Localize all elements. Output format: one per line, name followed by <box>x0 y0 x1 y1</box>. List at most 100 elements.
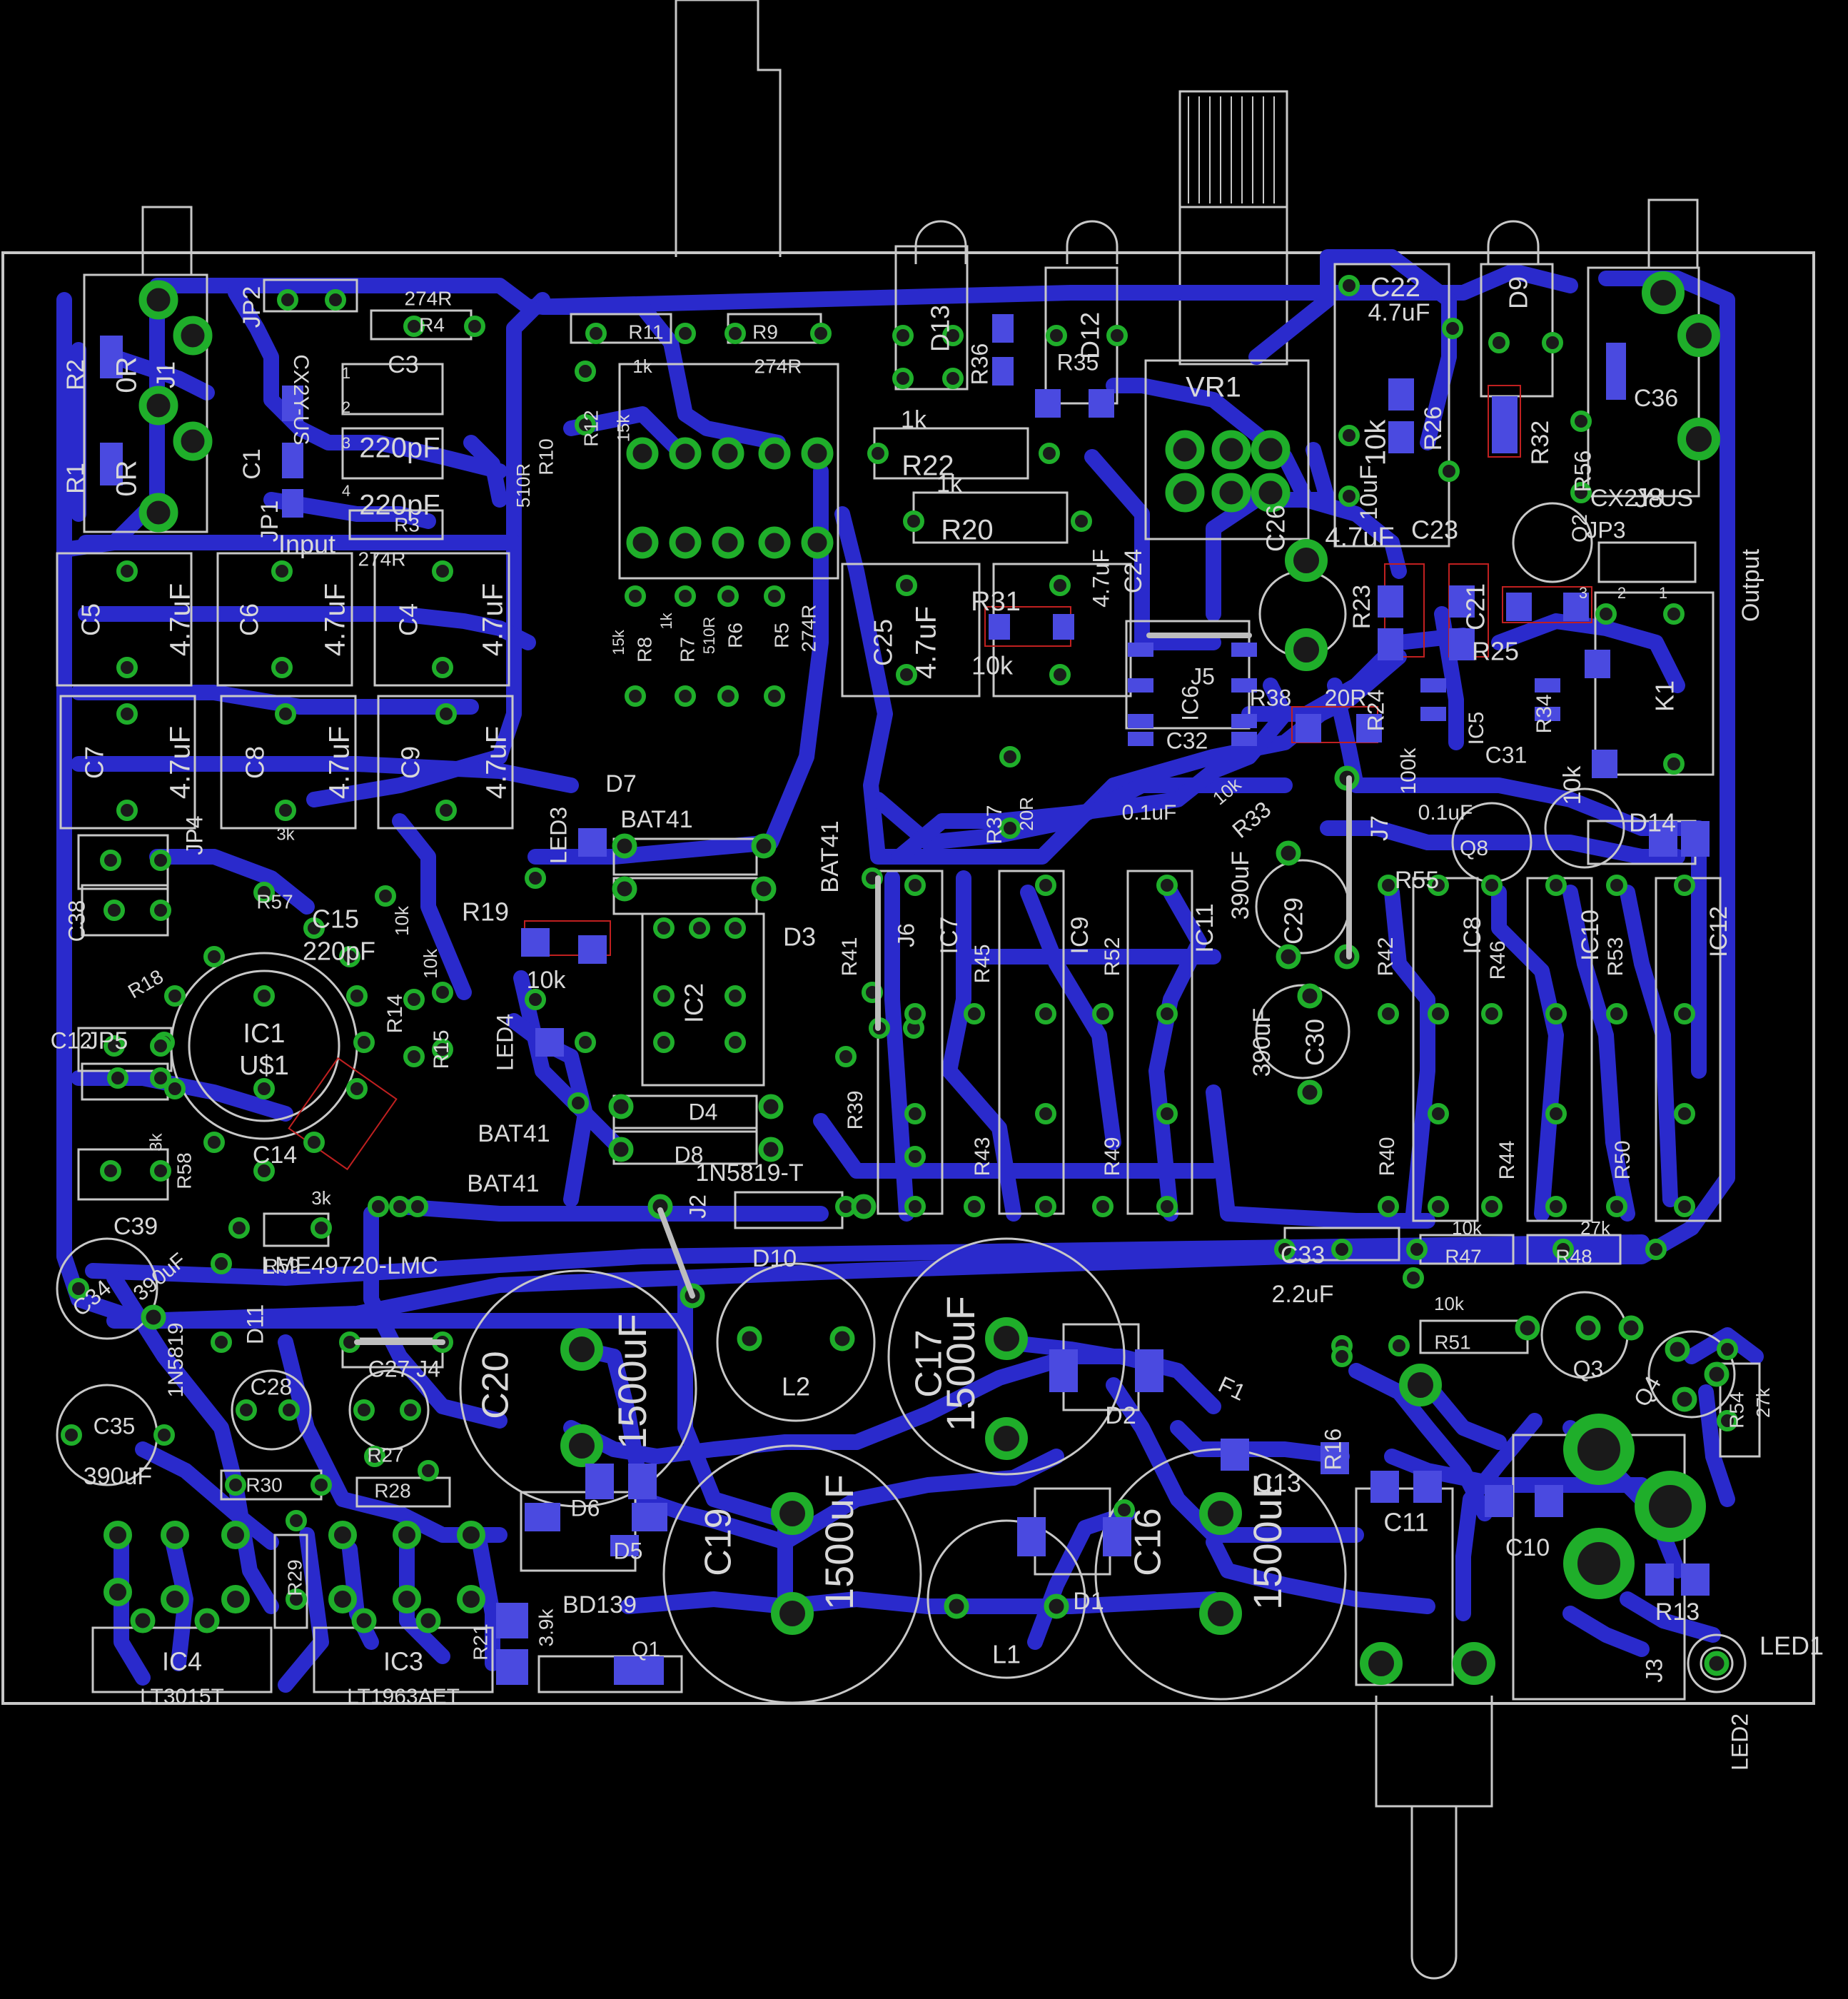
pad <box>724 985 746 1007</box>
pad <box>432 1039 453 1060</box>
pad <box>689 917 710 939</box>
smd-pad <box>525 1503 560 1531</box>
pad <box>829 1326 855 1351</box>
pad <box>1035 1003 1056 1024</box>
smd-pad <box>496 1649 528 1685</box>
pad <box>903 510 924 532</box>
pad <box>575 1032 596 1053</box>
pad <box>1035 875 1056 896</box>
pad <box>393 1585 421 1613</box>
pad <box>221 1585 250 1613</box>
label-r43-0: R43 <box>971 1137 994 1176</box>
pad <box>435 800 457 821</box>
pad <box>1677 314 1720 357</box>
label-d11-1: 1N5819 <box>164 1322 188 1397</box>
smd-pad <box>1053 614 1074 640</box>
pad <box>1251 473 1291 513</box>
pad <box>1360 1642 1403 1685</box>
pad <box>130 1608 156 1633</box>
pad <box>432 560 453 582</box>
pad <box>625 685 646 707</box>
smd-pad <box>1449 628 1475 660</box>
label-led2-0: LED2 <box>1727 1713 1752 1771</box>
label-r52-0: R52 <box>1101 937 1124 976</box>
smd-pad <box>1535 1485 1563 1517</box>
label-r26-0: R26 <box>1420 406 1447 450</box>
pad <box>1403 1267 1424 1289</box>
label-r45-0: R45 <box>971 944 994 983</box>
label-r22-1: 1k <box>901 406 927 433</box>
label-jp3-1: Output <box>1737 548 1764 622</box>
pad <box>1156 1103 1178 1124</box>
pad <box>567 1092 589 1114</box>
smd-pad <box>1492 396 1518 425</box>
label-r20-1: 1k <box>936 470 963 498</box>
pad <box>964 1003 985 1024</box>
pad <box>346 985 368 1007</box>
pad <box>1156 1003 1178 1024</box>
pad <box>138 493 178 533</box>
label-r5-1: 274R <box>797 605 819 653</box>
smd-pad <box>1681 1564 1710 1596</box>
smd-pad <box>1378 628 1403 660</box>
label-r8-1: 15k <box>610 629 627 655</box>
label-ic2-0: IC2 <box>680 983 709 1023</box>
pad <box>612 833 637 859</box>
label-c29-0: C29 <box>1279 897 1308 945</box>
pad <box>964 1196 985 1217</box>
pad <box>161 1521 189 1549</box>
pad <box>1165 473 1205 513</box>
pad <box>653 917 675 939</box>
label-j3-0: J3 <box>1641 1658 1667 1683</box>
label-r38-1: 20R <box>1325 685 1367 710</box>
pad <box>892 325 914 346</box>
pad <box>400 1399 421 1421</box>
label-r22-0: R22 <box>902 450 954 482</box>
smd-pad <box>1592 750 1617 778</box>
smd-pad <box>1645 1564 1674 1596</box>
label-c30-0: C30 <box>1301 1019 1330 1066</box>
pad <box>303 917 325 939</box>
label-r5-0: R5 <box>770 623 792 648</box>
label-r9-1: 274R <box>754 355 802 377</box>
pad <box>1211 430 1251 470</box>
label-r12-0: R12 <box>580 410 602 446</box>
smd-pad <box>1485 1485 1513 1517</box>
label-c8-0: C8 <box>241 746 270 779</box>
label-c23-0: C23 <box>1411 515 1458 545</box>
smd-pad <box>1231 714 1257 728</box>
label-led1-0: LED1 <box>1759 1631 1824 1661</box>
label-r30-0: R30 <box>246 1474 282 1496</box>
pad <box>1595 603 1617 625</box>
mechanical-outlines <box>141 0 1699 1980</box>
smd-pad <box>282 386 303 421</box>
smd-pad <box>1128 643 1153 657</box>
pad <box>985 1317 1028 1360</box>
label-c24-0: C24 <box>1120 549 1147 593</box>
label-r54-1: 27k <box>1752 1387 1774 1418</box>
pad <box>904 1103 926 1124</box>
pad <box>464 316 485 337</box>
pad <box>867 443 889 464</box>
label-c39-0: C39 <box>113 1213 158 1240</box>
label-r58-1: 3k <box>146 1132 166 1151</box>
label-c17-1: 1500uF <box>938 1296 983 1431</box>
pad <box>275 800 296 821</box>
smd-pad <box>1089 389 1114 418</box>
label-d13-0: D13 <box>926 305 955 352</box>
label-ic9-0: IC9 <box>1066 917 1094 955</box>
label-ic4-0: IC4 <box>162 1647 202 1676</box>
pad <box>368 1196 389 1217</box>
pad <box>228 1217 250 1239</box>
pad <box>1428 1103 1449 1124</box>
pad <box>1663 753 1685 775</box>
label-led3-0: LED3 <box>545 807 571 864</box>
smd-pad <box>282 489 303 518</box>
pad <box>1049 575 1071 596</box>
pad <box>103 1578 132 1606</box>
pad <box>150 1035 171 1057</box>
pad <box>150 1067 171 1089</box>
label-c25-0: C25 <box>869 619 898 666</box>
pin-number: 1 <box>342 364 350 382</box>
label-r11-0: R11 <box>628 321 663 343</box>
